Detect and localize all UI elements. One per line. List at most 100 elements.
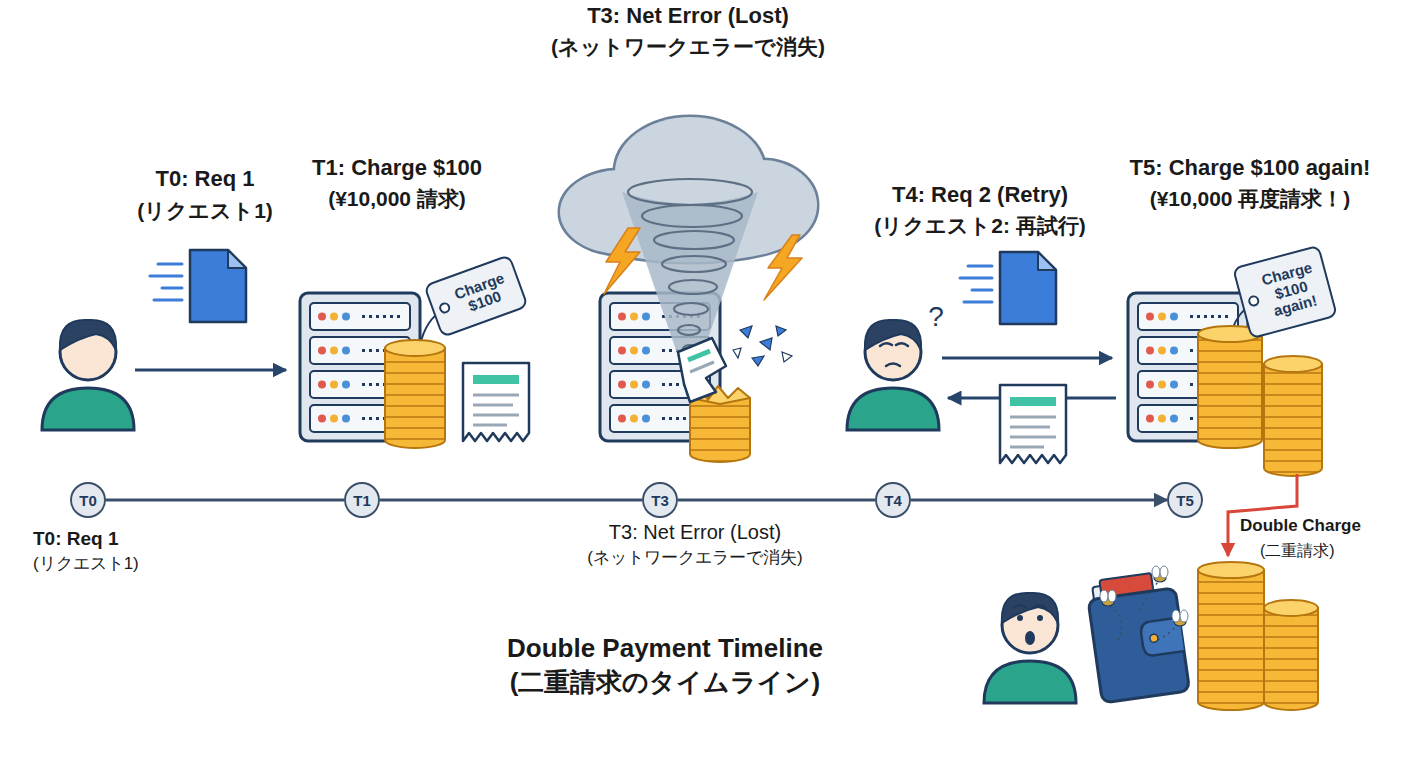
phase-subtitle: (¥10,000 再度請求！) [1150, 186, 1351, 211]
coin-stack [1198, 562, 1264, 710]
phase-label: T5: Charge $100 again! [1130, 155, 1371, 181]
timeline-label: T0: Req 1 [33, 528, 119, 551]
phase-subtitle: (リクエスト2: 再試行) [874, 213, 1086, 238]
speed-lines [960, 266, 992, 302]
timeline-sublabel: (ネットワークエラーで消失) [587, 548, 802, 568]
coin-stack [1264, 356, 1322, 476]
timeline-connector [678, 499, 875, 502]
coin-stack [385, 348, 445, 448]
coin-stack [1198, 326, 1262, 448]
marker-label: T5 [1176, 492, 1194, 509]
user-figure [847, 320, 939, 430]
tag-text: Charge $100 again! [1254, 258, 1328, 322]
flies [1100, 566, 1188, 640]
torn-receipt [678, 338, 726, 402]
flies [1108, 604, 1121, 640]
timeline-marker: T4 [875, 482, 911, 518]
marker-label: T0 [79, 492, 97, 509]
user-figure [886, 364, 900, 367]
phase-label: T0: Req 1 [155, 166, 254, 192]
flies [1180, 610, 1188, 622]
tornado [678, 325, 700, 335]
debris [733, 326, 792, 366]
request-arrow [135, 369, 286, 372]
debris [782, 352, 792, 362]
tornado [642, 205, 742, 227]
timeline-connector [106, 499, 344, 502]
user-figure [847, 320, 939, 430]
tornado [662, 256, 726, 272]
receipt-icon [463, 363, 529, 441]
coin-stack [1198, 570, 1264, 710]
tornado [622, 192, 758, 362]
request-document [190, 250, 246, 322]
callout-label: Double Charge [1240, 516, 1361, 536]
receipt-icon [463, 363, 529, 441]
coin-stack [385, 340, 445, 356]
flies [1172, 610, 1188, 626]
speed-lines [964, 301, 992, 304]
price-tag: Charge $100 [423, 254, 529, 338]
tornado [628, 179, 752, 353]
speed-lines [154, 299, 182, 302]
phase-label: T1: Charge $100 [312, 155, 482, 181]
tag-text: Charge $100 [446, 267, 518, 320]
speed-lines [150, 264, 182, 300]
timeline-sublabel: (リクエスト1) [33, 554, 139, 574]
user-figure [1037, 615, 1043, 621]
timeline-marker: T1 [344, 482, 380, 518]
user-figure [984, 593, 1076, 703]
request-document [190, 250, 246, 322]
callout-sublabel: (二重請求) [1260, 541, 1335, 560]
torn-receipt [678, 338, 726, 402]
coin-stack [1198, 562, 1264, 578]
tornado [622, 179, 758, 362]
tornado [654, 231, 734, 249]
retry-document [1000, 252, 1056, 324]
tornado [669, 280, 717, 294]
user-figure [984, 593, 1076, 703]
flies [1100, 590, 1108, 602]
phase-subtitle: (リクエスト1) [137, 198, 273, 223]
phase-label: T4: Req 2 (Retry) [892, 182, 1068, 208]
speed-lines [158, 263, 182, 266]
debris [760, 338, 772, 350]
timeline-marker: T3 [642, 482, 678, 518]
user-figure [1017, 615, 1023, 621]
price-tag: Charge $100 again! [1232, 245, 1338, 340]
marker-label: T1 [353, 492, 371, 509]
retry-document [1000, 252, 1056, 324]
flies [1100, 590, 1116, 606]
flies [1158, 624, 1178, 640]
phase-subtitle: (¥10,000 請求) [328, 186, 466, 211]
speed-lines [960, 277, 992, 280]
coin-stack [1264, 600, 1318, 710]
marker-label: T4 [884, 492, 902, 509]
debris [776, 326, 786, 336]
timeline-marker: T5 [1167, 482, 1203, 518]
receipt-icon [1000, 385, 1066, 463]
coin-stack [385, 340, 445, 448]
user-figure [42, 320, 134, 430]
coin-stack [1264, 364, 1322, 476]
broken-coins [690, 398, 750, 462]
torn-receipt [688, 351, 710, 360]
phase-label: T3: Net Error (Lost) [587, 3, 789, 29]
coin-stack [1264, 356, 1322, 372]
marker-label: T3 [651, 492, 669, 509]
speed-lines [972, 289, 992, 292]
torn-receipt [690, 362, 714, 372]
speed-lines [968, 265, 992, 268]
timeline-marker: T0 [70, 482, 106, 518]
phase-subtitle: (ネットワークエラーで消失) [551, 34, 825, 59]
debris [752, 356, 764, 366]
receipt-icon [1000, 385, 1066, 463]
coin-stack [1264, 608, 1318, 710]
user-figure [1014, 605, 1046, 608]
flies [1152, 566, 1168, 582]
speed-lines [150, 275, 182, 278]
flies [1160, 566, 1168, 578]
timeline-label: T3: Net Error (Lost) [609, 520, 781, 544]
empty-wallet [1088, 588, 1190, 703]
